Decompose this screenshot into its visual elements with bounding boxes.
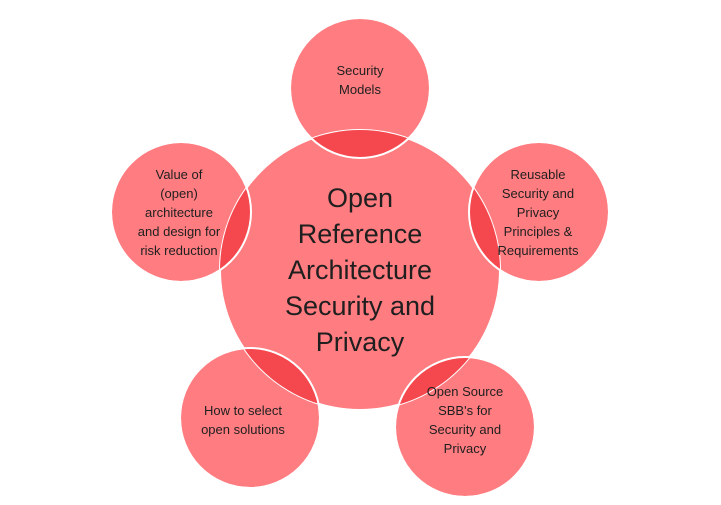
satellite-outline-security-models bbox=[289, 17, 431, 159]
satellite-outline-open-source-sbbs bbox=[394, 356, 536, 498]
center-label: Open Reference Architecture Security and… bbox=[284, 183, 436, 357]
satellite-outline-value-open-architecture bbox=[110, 141, 252, 283]
satellite-label-security-models: Security Models bbox=[336, 63, 384, 97]
satellite-outline-select-open-solutions bbox=[179, 347, 321, 489]
satellite-label-value-open-architecture: Value of (open) architecture and design … bbox=[137, 166, 221, 258]
satellite-outline-reusable-principles bbox=[468, 141, 610, 283]
overlap-region-select-open-solutions bbox=[220, 348, 320, 410]
satellite-label-reusable-principles: Reusable Security and Privacy Principles… bbox=[497, 166, 579, 258]
satellite-label-open-source-sbbs: Open Source SBB's for Security and Priva… bbox=[426, 384, 504, 456]
satellite-label-select-open-solutions: How to select open solutions bbox=[201, 403, 285, 437]
